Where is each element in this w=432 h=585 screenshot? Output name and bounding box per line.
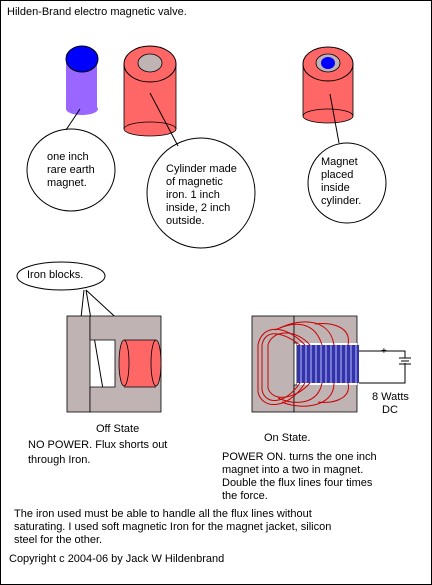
on-state-assembly: + - (251, 315, 411, 413)
cylinder-callout-bubble (146, 137, 256, 249)
placed-label-line: inside (321, 182, 350, 194)
off-state-assembly (66, 315, 162, 413)
placed-callout-pointer (329, 93, 340, 144)
cylinder-callout-pointer (149, 92, 179, 147)
placed-label-line: placed (321, 169, 354, 181)
off-state-title: Off State (96, 423, 140, 435)
rare-earth-magnet (65, 45, 99, 115)
cylinder-label-line: inside, 2 inch (166, 202, 231, 214)
coil-winding (297, 345, 359, 383)
cylinder-label: Cylinder made of magnetic iron. 1 inch i… (166, 163, 237, 228)
copyright: Copyright c 2004-06 by Jack W Hildenbran… (9, 553, 225, 565)
svg-text:-: - (381, 378, 384, 389)
placed-label-line: cylinder. (321, 195, 362, 207)
cylinder-label-line: of magnetic (166, 176, 223, 188)
on-state-title: On State. (264, 432, 311, 444)
magnet-label-line: magnet. (47, 177, 87, 189)
iron-blocks-label: Iron blocks. (27, 269, 84, 281)
flux-lines (257, 321, 349, 407)
on-state-caption-line: the force. (222, 490, 268, 502)
cylinder-label-line: iron. 1 inch (166, 189, 220, 201)
placed-label: Magnet placed inside cylinder. (321, 156, 361, 208)
off-state-caption-line: through Iron. (28, 454, 91, 466)
magnet-label: one inch rare earth magnet. (47, 151, 95, 190)
cylinder-label-line: Cylinder made (166, 163, 237, 175)
watts-label-line: 8 Watts (372, 391, 409, 403)
note-line: saturating. I used soft magnetic Iron fo… (14, 521, 332, 533)
off-state-caption-line: NO POWER. Flux shorts out (28, 439, 168, 451)
left-iron-block (66, 315, 91, 413)
cylinder-label-line: outside. (166, 215, 205, 227)
svg-text:+: + (381, 346, 387, 357)
power-circuit (359, 350, 411, 384)
on-state-caption-line: POWER ON. turns the one inch (222, 451, 377, 463)
magnet-in-cylinder (302, 46, 354, 124)
iron-blocks-bubble (16, 261, 106, 291)
page-title: Hilden-Brand electro magnetic valve. (7, 6, 187, 18)
magnet-callout-bubble (26, 128, 116, 212)
on-state-caption-line: Double the flux lines four times (222, 477, 373, 489)
magnet-label-line: rare earth (47, 164, 95, 176)
magnet-label-line: one inch (47, 151, 89, 163)
note-line: The iron used must be able to handle all… (14, 508, 312, 520)
magnet-callout-pointer (65, 108, 81, 131)
note-line: steel for the other. (14, 534, 103, 546)
placed-callout-bubble (307, 142, 387, 224)
placed-label-line: Magnet (321, 156, 358, 168)
on-state-caption-line: magnet into a two in magnet. (222, 464, 364, 476)
watts-label-line: DC (382, 404, 398, 416)
iron-cylinder (123, 45, 177, 137)
